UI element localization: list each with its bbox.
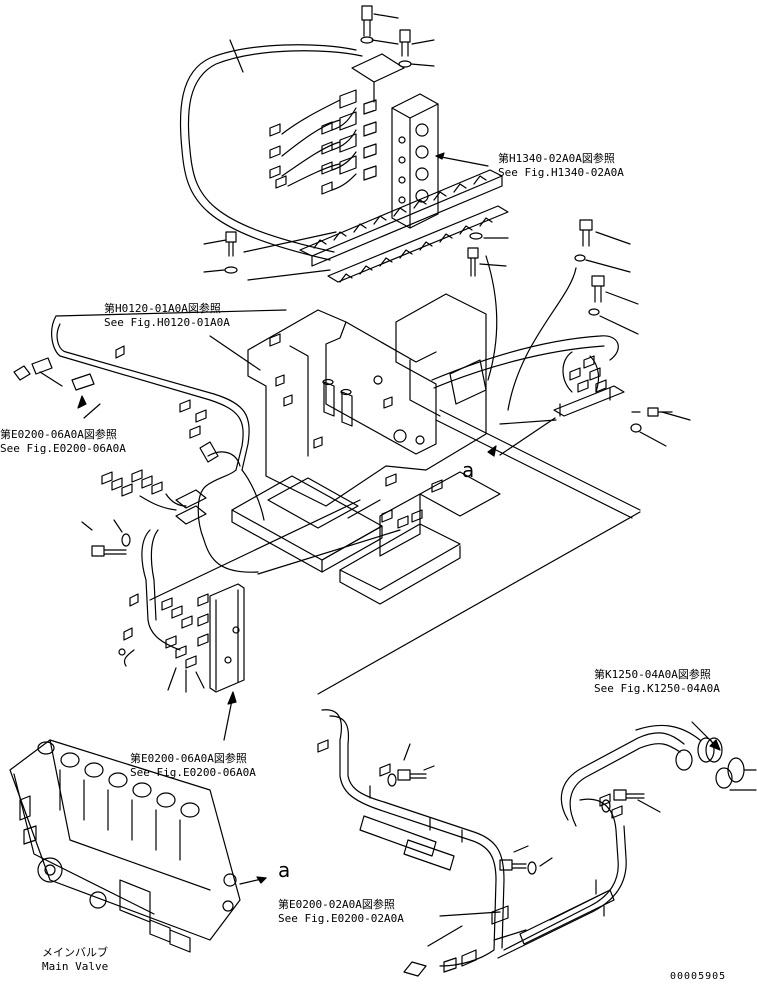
callout-e0200-06-left: 第E0200-06A0A図参照 See Fig.E0200-06A0A [0, 428, 126, 456]
callout-e0200-02-en: See Fig.E0200-02A0A [278, 912, 404, 925]
callout-e0200-02-jp: 第E0200-02A0A図参照 [278, 898, 395, 911]
callout-h1340-jp: 第H1340-02A0A図参照 [498, 152, 615, 165]
callout-h0120-en: See Fig.H0120-01A0A [104, 316, 230, 329]
right-bolts [574, 219, 639, 335]
callout-e0200-06-left-en: See Fig.E0200-06A0A [0, 442, 126, 455]
main-valve-label-jp: メインバルブ [42, 946, 108, 959]
framework-lines [149, 499, 641, 695]
callout-e0200-06-bottom-en: See Fig.E0200-06A0A [130, 766, 256, 779]
drawing-number: 00005905 [670, 971, 727, 982]
leader-lines [83, 335, 261, 419]
callout-e0200-02: 第E0200-02A0A図参照 See Fig.E0200-02A0A [278, 898, 404, 926]
callout-e0200-06-left-jp: 第E0200-06A0A図参照 [0, 428, 117, 441]
main-valve-label-en: Main Valve [42, 960, 109, 973]
main-valve [9, 739, 267, 953]
central-frame [231, 293, 501, 605]
callout-h1340-en: See Fig.H1340-02A0A [498, 166, 624, 179]
callout-h0120-jp: 第H0120-01A0A図参照 [104, 302, 221, 315]
strip-bolts [203, 231, 509, 277]
harness-fan [269, 99, 357, 195]
view-marker-a-valve: a [278, 858, 291, 882]
frame-clamps [269, 333, 443, 529]
callout-e0200-06-bottom: 第E0200-06A0A図参照 See Fig.E0200-06A0A [130, 752, 256, 780]
bottom-right-harness [317, 709, 757, 977]
callout-k1250-jp: 第K1250-04A0A図参照 [594, 668, 711, 681]
callout-e0200-06-bottom-jp: 第E0200-06A0A図参照 [130, 752, 247, 765]
mid-left-connectors [101, 469, 245, 693]
main-valve-label: メインバルブ Main Valve [42, 946, 108, 974]
top-bolt-group [360, 5, 435, 68]
callout-k1250: 第K1250-04A0A図参照 See Fig.K1250-04A0A [594, 668, 720, 696]
left-bolt [81, 519, 131, 557]
callout-h0120: 第H0120-01A0A図参照 See Fig.H0120-01A0A [104, 302, 230, 330]
callout-k1250-en: See Fig.K1250-04A0A [594, 682, 720, 695]
right-harness [431, 255, 691, 519]
left-harness [13, 309, 287, 573]
connector-strip [243, 169, 509, 283]
upper-wire-loop [179, 39, 363, 261]
callout-h1340: 第H1340-02A0A図参照 See Fig.H1340-02A0A [498, 152, 624, 180]
view-marker-a-center: a [462, 458, 475, 482]
